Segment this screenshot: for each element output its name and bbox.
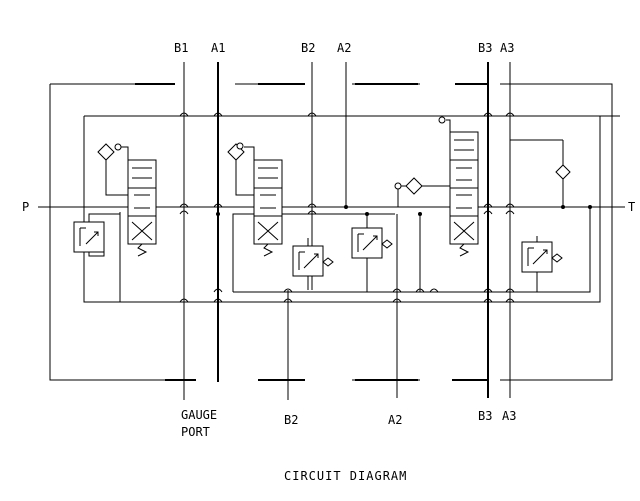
relief-valve-2a <box>292 238 334 290</box>
check-valve-1 <box>97 143 115 161</box>
label-a3-top: A3 <box>500 41 514 55</box>
valve-section-3 <box>438 116 479 257</box>
relief-valve-3 <box>521 236 563 292</box>
diagram-title: CIRCUIT DIAGRAM <box>284 469 407 483</box>
valve-section-1 <box>97 143 157 257</box>
label-b3-bottom: B3 <box>478 409 492 423</box>
check-valve-2 <box>227 143 245 161</box>
port-bars <box>135 83 488 381</box>
label-a2-bottom: A2 <box>388 413 402 427</box>
label-port-t: T <box>628 200 635 214</box>
label-b2-top: B2 <box>301 41 315 55</box>
valve-section-2 <box>227 142 283 257</box>
check-valve-4 <box>510 139 571 207</box>
port-labels: B1 A1 B2 A2 B3 A3 P T GAUGE PORT B2 A2 B… <box>22 41 635 439</box>
label-b3-top: B3 <box>478 41 492 55</box>
label-port-p: P <box>22 200 29 214</box>
label-a2-top: A2 <box>337 41 351 55</box>
relief-valve-1 <box>73 213 120 257</box>
label-a3-bottom: A3 <box>502 409 516 423</box>
check-valve-3 <box>394 177 450 207</box>
label-b2-bottom: B2 <box>284 413 298 427</box>
label-a1-top: A1 <box>211 41 225 55</box>
relief-valve-2b <box>351 214 393 292</box>
junction-dots <box>216 205 592 216</box>
label-gauge: GAUGE <box>181 408 217 422</box>
label-b1-top: B1 <box>174 41 188 55</box>
line-crossovers <box>179 112 515 303</box>
return-lines <box>83 115 620 303</box>
label-port: PORT <box>181 425 210 439</box>
